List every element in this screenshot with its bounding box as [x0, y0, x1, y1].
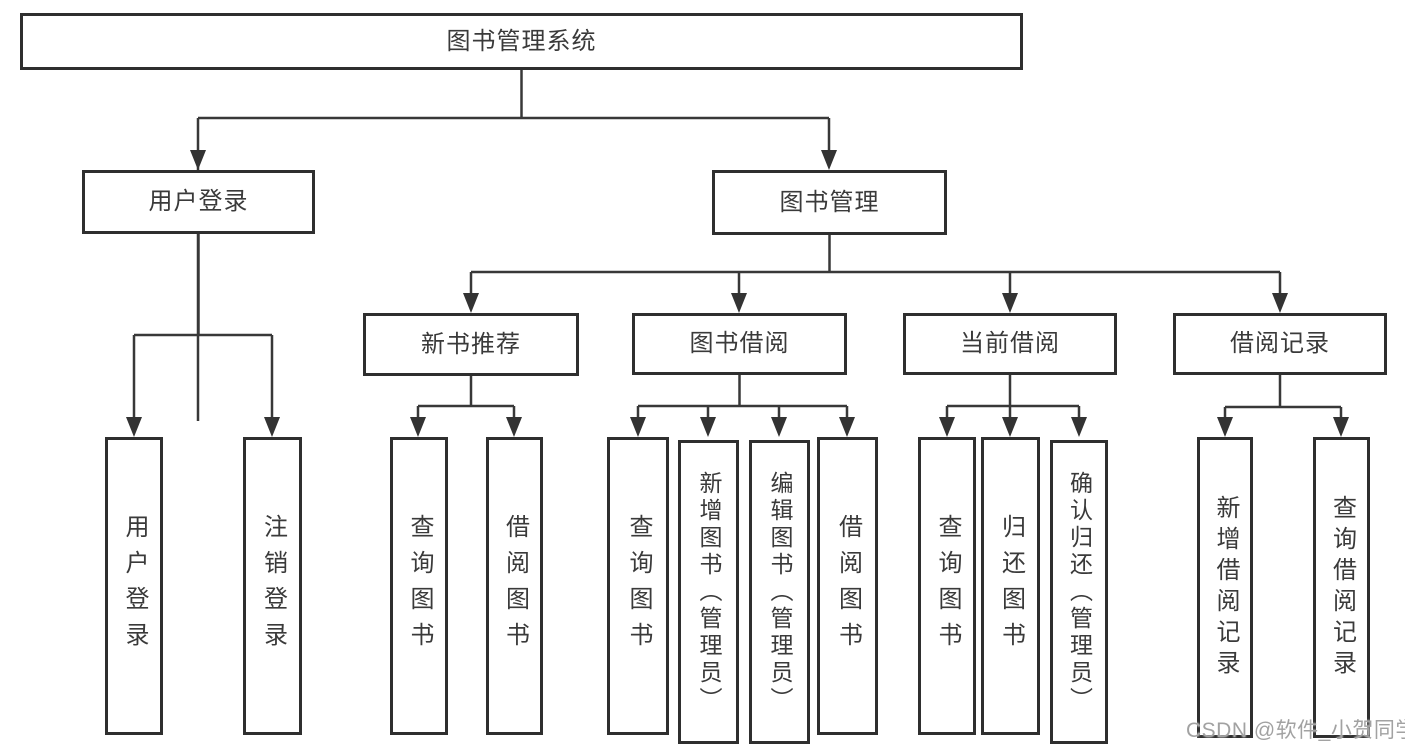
node-label: 新增图书（管理员）	[696, 470, 722, 714]
leaf-query-books-borrowing: 查询图书	[607, 437, 669, 735]
arrow-icon	[190, 150, 206, 170]
arrow-icon	[821, 150, 837, 170]
connector-current-borrow	[945, 375, 1081, 421]
arrow-icon	[1272, 293, 1288, 313]
connector-book-mgmt	[469, 235, 1282, 297]
leaf-borrow-books-borrowing: 借阅图书	[817, 437, 878, 735]
arrow-icon	[1002, 293, 1018, 313]
watermark: CSDN @软件_小贺同学	[1186, 719, 1405, 742]
node-label: 归还图书	[997, 514, 1025, 658]
node-label: 查询图书	[406, 514, 433, 658]
arrow-icon	[1333, 417, 1349, 437]
node-book-management: 图书管理	[712, 170, 947, 235]
node-label: 用户登录	[148, 188, 249, 215]
arrowheads	[126, 150, 1349, 437]
leaf-return-book: 归还图书	[981, 437, 1040, 735]
arrow-icon	[700, 417, 716, 437]
leaf-user-login: 用户登录	[105, 437, 163, 735]
leaf-query-books-recommendation: 查询图书	[390, 437, 448, 735]
node-label: 新书推荐	[421, 330, 521, 358]
node-label: 借阅图书	[834, 514, 862, 658]
arrow-icon	[264, 417, 280, 437]
leaf-query-books-current: 查询图书	[918, 437, 976, 735]
leaf-query-borrowing-record: 查询借阅记录	[1313, 437, 1370, 738]
leaf-add-book-admin: 新增图书（管理员）	[678, 440, 739, 744]
arrow-icon	[506, 417, 522, 437]
node-label: 新增借阅记录	[1212, 494, 1239, 681]
leaf-borrow-books-recommendation: 借阅图书	[486, 437, 543, 735]
arrow-icon	[939, 417, 955, 437]
node-label: 确认归还（管理员）	[1066, 470, 1093, 714]
node-label: 查询图书	[625, 514, 652, 658]
node-user-login: 用户登录	[82, 170, 315, 234]
node-label: 图书管理系统	[446, 27, 597, 55]
arrow-icon	[1071, 417, 1087, 437]
node-current-borrowing: 当前借阅	[903, 313, 1117, 375]
node-label: 编辑图书（管理员）	[767, 470, 793, 714]
arrow-icon	[630, 417, 646, 437]
arrow-icon	[463, 293, 479, 313]
leaf-logout: 注销登录	[243, 437, 302, 735]
node-new-book-recommendation: 新书推荐	[363, 313, 579, 376]
node-label: 查询图书	[934, 514, 961, 658]
leaf-edit-book-admin: 编辑图书（管理员）	[749, 440, 810, 744]
arrow-icon	[771, 417, 787, 437]
connector-new-book-rec	[416, 376, 516, 421]
node-label: 图书借阅	[689, 330, 790, 357]
connector-user-login	[132, 234, 274, 421]
leaf-add-borrowing-record: 新增借阅记录	[1197, 437, 1253, 738]
arrow-icon	[410, 417, 426, 437]
connector-book-borrow	[636, 375, 849, 421]
node-borrowing-records: 借阅记录	[1173, 313, 1387, 375]
arrow-icon	[1002, 417, 1018, 437]
node-label: 查询借阅记录	[1328, 494, 1356, 681]
node-label: 用户登录	[121, 514, 148, 658]
node-label: 注销登录	[259, 514, 287, 658]
node-label: 借阅图书	[501, 514, 529, 658]
arrow-icon	[126, 417, 142, 437]
connector-borrow-records	[1223, 375, 1343, 421]
arrow-icon	[1217, 417, 1233, 437]
node-label: 当前借阅	[960, 330, 1060, 357]
node-label: 借阅记录	[1230, 330, 1330, 357]
arrow-icon	[731, 293, 747, 313]
arrow-icon	[839, 417, 855, 437]
node-book-borrowing: 图书借阅	[632, 313, 847, 375]
leaf-confirm-return-admin: 确认归还（管理员）	[1050, 440, 1108, 744]
node-label: 图书管理	[779, 188, 880, 216]
node-root: 图书管理系统	[20, 13, 1023, 70]
